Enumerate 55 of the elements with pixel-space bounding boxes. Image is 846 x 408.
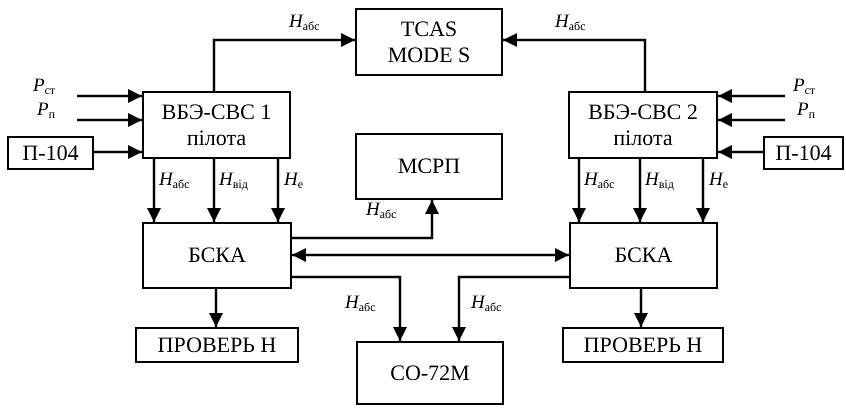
- arrow: [633, 159, 647, 222]
- arrow: [718, 145, 763, 159]
- arrow: [572, 159, 586, 222]
- signal-label: H$_{е}$: [283, 170, 304, 192]
- signal-label: H$_{абс}$: [583, 170, 616, 192]
- arrow: [718, 113, 785, 127]
- block-box: [356, 341, 504, 405]
- block-box: [763, 136, 844, 170]
- arrow: [696, 159, 710, 222]
- block-label: МСРП: [398, 153, 460, 180]
- block-box: [355, 8, 503, 76]
- block-label: ПРОВЕРЬ Н: [158, 332, 276, 358]
- block-box: [355, 133, 503, 200]
- signal-label: H$_{абс}$: [288, 12, 320, 34]
- block-label: П-104: [22, 140, 79, 166]
- signal-label: H$_{від}$: [644, 170, 675, 192]
- signal-label: P$_{ст}$: [792, 76, 816, 98]
- block-box: [142, 222, 292, 289]
- signal-label: P$_{ст}$: [32, 76, 56, 98]
- signal-label: H$_{від}$: [218, 170, 249, 192]
- signal-label: H$_{е}$: [708, 170, 730, 192]
- block-box: [142, 91, 291, 159]
- block-box: [7, 136, 94, 170]
- block-box: [135, 327, 299, 363]
- block-label: СО-72М: [390, 360, 470, 386]
- signal-label: H$_{абс}$: [365, 200, 398, 222]
- arrow: [212, 33, 355, 91]
- arrow: [207, 159, 221, 222]
- arrow: [77, 89, 142, 103]
- arrow: [718, 89, 785, 103]
- block-label: П-104: [775, 140, 832, 166]
- arrow: [292, 276, 407, 341]
- signal-label: H$_{абс}$: [470, 293, 502, 314]
- block-label: ВБЭ-СВС 1 пілота: [162, 98, 272, 152]
- block-label: ВБЭ-СВС 2 пілота: [588, 98, 698, 152]
- signal-label: H$_{абс}$: [158, 170, 190, 192]
- block-label: БСКА: [188, 242, 246, 269]
- arrow: [292, 248, 569, 262]
- arrow: [209, 289, 223, 327]
- block-box: [569, 222, 718, 289]
- signal-label: H$_{абс}$: [554, 12, 586, 34]
- block-box: [562, 327, 724, 363]
- arrow: [147, 159, 161, 222]
- arrow: [634, 289, 648, 327]
- arrow: [292, 200, 439, 240]
- signal-label: H$_{абс}$: [344, 293, 376, 314]
- block-label: TCAS MODE S: [386, 16, 472, 68]
- arrow: [503, 33, 646, 91]
- arrow: [94, 145, 142, 159]
- block-label: ПРОВЕРЬ Н: [584, 332, 702, 358]
- block-box: [568, 91, 718, 159]
- block-label: БСКА: [614, 242, 672, 269]
- arrow: [271, 159, 285, 222]
- arrow: [77, 113, 142, 127]
- arrow: [452, 276, 569, 341]
